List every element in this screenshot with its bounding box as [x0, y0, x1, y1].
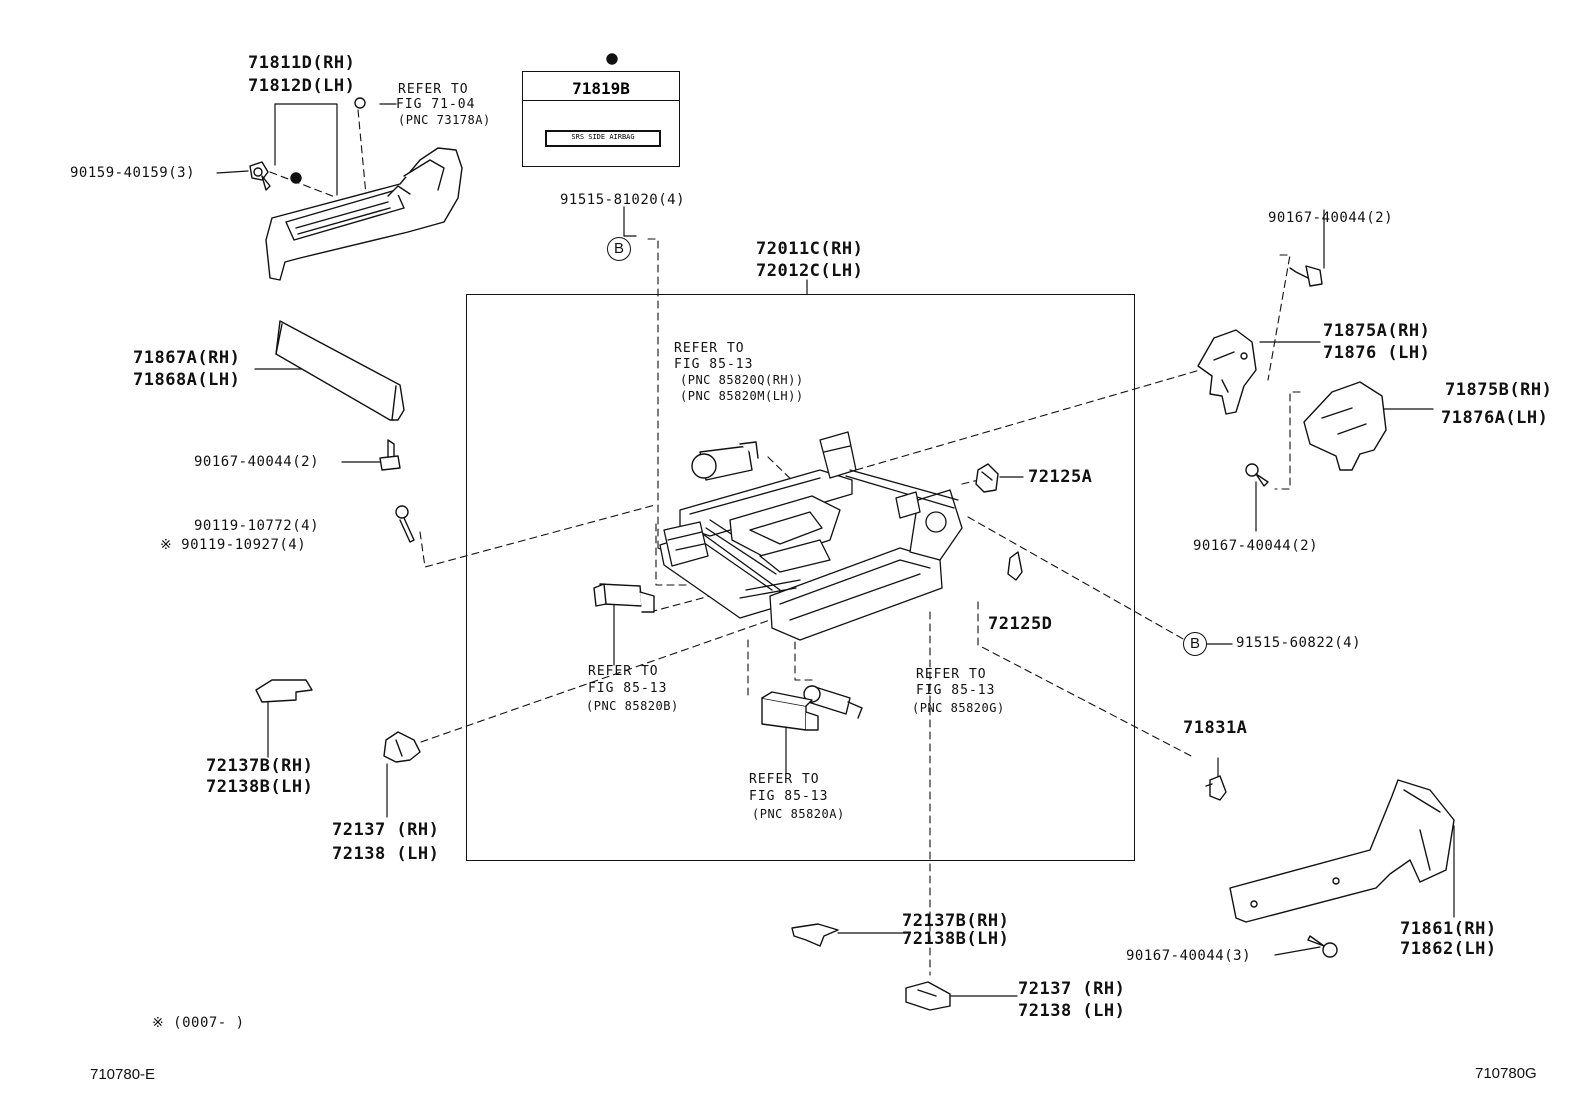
- part-number-90119-10772: 90119-10772(4): [194, 518, 320, 534]
- part-number-72137B-bottom: 72137B(RH): [902, 911, 1010, 931]
- part-number-71831A: 71831A: [1183, 718, 1248, 738]
- part-number-71875A: 71875A(RH): [1323, 321, 1431, 341]
- caution-label-box: 71819B SRS SIDE AIRBAG: [522, 71, 680, 167]
- nut-icon: [290, 172, 302, 184]
- part-number-90167-40044-right: 90167-40044(2): [1193, 538, 1319, 554]
- motor-85820A: [761, 691, 819, 731]
- bracket-71875B: [1303, 381, 1387, 471]
- cover-72137B-bottom: [791, 923, 839, 947]
- refer-85820Q-line1: REFER TO: [674, 341, 745, 356]
- part-number-90167-40044-bottom-right: 90167-40044(3): [1126, 948, 1252, 964]
- airbag-label-strip: SRS SIDE AIRBAG: [545, 130, 661, 147]
- refer-71-04-line2: FIG 71-04: [396, 97, 476, 112]
- leader-lines: [216, 103, 1455, 997]
- motor-85820G: [803, 685, 863, 719]
- refer-85820G-line3: (PNC 85820G): [912, 701, 1005, 715]
- part-number-72012C: 72012C(LH): [756, 261, 864, 281]
- part-number-72125A: 72125A: [1028, 467, 1093, 487]
- label-box-header: 71819B: [523, 72, 679, 101]
- screw-90167-top-right: [1289, 265, 1323, 287]
- clip-72125A: [975, 463, 999, 493]
- part-number-72138-bottom: 72138 (LH): [1018, 1001, 1126, 1021]
- illustration-code-right: 710780G: [1475, 1065, 1537, 1082]
- part-number-90167-40044-top-right: 90167-40044(2): [1268, 210, 1394, 226]
- part-number-72137-left: 72137 (RH): [332, 820, 440, 840]
- bolt-90119: [395, 505, 415, 543]
- part-number-72137B-left: 72137B(RH): [206, 756, 314, 776]
- clip-71831A: [1205, 775, 1227, 801]
- refer-85820B-line3: (PNC 85820B): [586, 699, 679, 713]
- marker-dot: [606, 53, 618, 65]
- part-number-72137-bottom: 72137 (RH): [1018, 979, 1126, 999]
- part-number-90167-40044-left: 90167-40044(2): [194, 454, 320, 470]
- part-number-71876A: 71876A(LH): [1441, 408, 1549, 428]
- refer-85820G-line2: FIG 85-13: [916, 683, 996, 698]
- part-number-71868A: 71868A(LH): [133, 370, 241, 390]
- bracket-71875A: [1197, 329, 1257, 415]
- cover-72137B-left: [255, 679, 313, 703]
- seat-side-cover-71811D: [265, 147, 463, 281]
- b-marker-top: B: [607, 237, 631, 261]
- airbag-label-text: SRS SIDE AIRBAG: [571, 133, 635, 141]
- screw-90167-right: [1245, 463, 1269, 487]
- refer-85820G-line1: REFER TO: [916, 667, 987, 682]
- refer-85820A-line1: REFER TO: [749, 772, 820, 787]
- seat-adjuster-callout-box: [466, 294, 1135, 861]
- refer-85820A-line2: FIG 85-13: [749, 789, 829, 804]
- screw-90167-left: [379, 439, 401, 471]
- clip-72125D: [1007, 551, 1023, 581]
- seat-adjuster-frame: [659, 431, 963, 641]
- cover-72137-bottom: [905, 981, 951, 1011]
- part-number-72138B-bottom: 72138B(LH): [902, 929, 1010, 949]
- cover-72137-left: [383, 731, 421, 763]
- part-number-91515-60822: 91515-60822(4): [1236, 635, 1362, 651]
- part-number-90159-40159: 90159-40159(3): [70, 165, 196, 181]
- refer-71-04-line1: REFER TO: [398, 82, 469, 97]
- refer-85820Q-line3: (PNC 85820Q(RH)): [680, 373, 804, 387]
- dashed-lines: [269, 109, 1301, 976]
- refer-71-04-line3: (PNC 73178A): [398, 113, 491, 127]
- part-number-71811D: 71811D(RH): [248, 53, 356, 73]
- refer-85820M-line4: (PNC 85820M(LH)): [680, 389, 804, 403]
- part-number-91515-81020: 91515-81020(4): [560, 192, 686, 208]
- refer-85820A-line3: (PNC 85820A): [752, 807, 845, 821]
- motor-85820Q: [691, 441, 759, 481]
- part-number-71861: 71861(RH): [1400, 919, 1497, 939]
- part-number-71875B: 71875B(RH): [1445, 380, 1553, 400]
- motor-85820B: [593, 583, 655, 613]
- part-number-71812D: 71812D(LH): [248, 76, 356, 96]
- part-number-72125D: 72125D: [988, 614, 1053, 634]
- part-number-71867A: 71867A(RH): [133, 348, 241, 368]
- part-number-72011C: 72011C(RH): [756, 239, 864, 259]
- refer-85820B-line1: REFER TO: [588, 664, 659, 679]
- b-marker-right: B: [1183, 632, 1207, 656]
- part-number-71876: 71876 (LH): [1323, 343, 1431, 363]
- part-number-72138B-left: 72138B(LH): [206, 777, 314, 797]
- part-number-90119-10927: ※ 90119-10927(4): [160, 537, 307, 553]
- part-number-72138-left: 72138 (LH): [332, 844, 440, 864]
- part-number-71819B: 71819B: [572, 79, 630, 98]
- illustration-code-left: 710780-E: [90, 1066, 156, 1083]
- footnote-date-range: ※ (0007- ): [152, 1015, 245, 1031]
- cover-71861: [1229, 779, 1455, 923]
- trim-strip-71867A: [275, 320, 405, 421]
- part-number-71862: 71862(LH): [1400, 939, 1497, 959]
- screw-90159-40159: [249, 161, 271, 191]
- screw-90167-bottom-right: [1307, 935, 1338, 958]
- refer-85820B-line2: FIG 85-13: [588, 681, 668, 696]
- refer-85820Q-line2: FIG 85-13: [674, 357, 754, 372]
- clip-icon-71811: [354, 97, 366, 109]
